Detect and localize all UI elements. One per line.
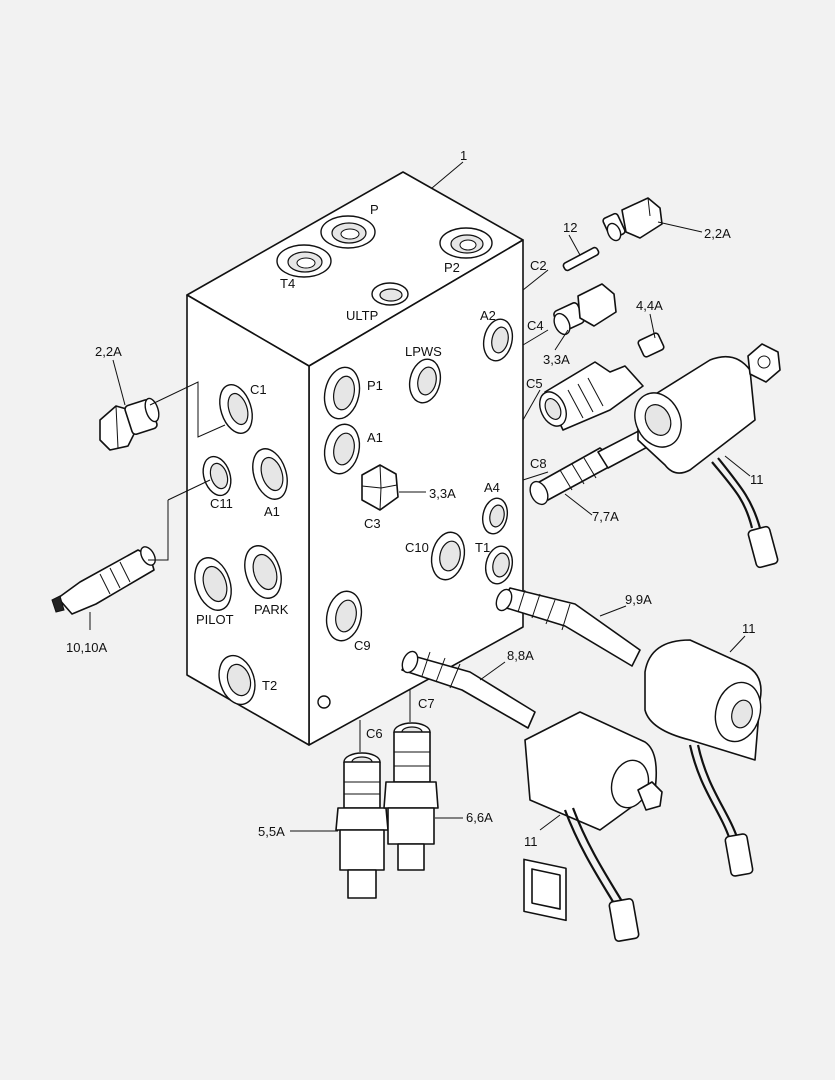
label-port-a1-front: A1	[367, 430, 383, 445]
label-port-a4: A4	[484, 480, 500, 495]
port-c10-hole	[430, 531, 466, 581]
label-port-c8: C8	[530, 456, 547, 471]
label-ref-7-7a: 7,7A	[592, 509, 619, 524]
label-port-c11: C11	[210, 496, 233, 511]
port-p-hole	[320, 215, 376, 249]
label-port-t4: T4	[280, 276, 295, 291]
label-ref-11-c: 11	[524, 834, 538, 849]
label-ref-11-a: 11	[750, 472, 764, 487]
side-face-ports	[194, 384, 288, 706]
port-c1-hole	[219, 384, 253, 434]
label-port-pilot: PILOT	[196, 612, 234, 627]
label-block: 1	[460, 148, 467, 163]
port-a1-front-hole	[323, 423, 361, 475]
port-p1-hole	[323, 366, 361, 420]
port-c11-hole	[202, 455, 232, 497]
port-lpws-hole	[408, 358, 442, 404]
solenoid-coil-11-c	[523, 711, 663, 942]
port-a2-hole	[482, 318, 514, 362]
label-port-t2: T2	[262, 678, 277, 693]
label-port-c9: C9	[354, 638, 371, 653]
label-port-c2: C2	[530, 258, 547, 273]
label-port-park: PARK	[254, 602, 289, 617]
label-port-p1: P1	[367, 378, 383, 393]
label-ref-3-3a-c3: 3,3A	[429, 486, 456, 501]
label-port-c5: C5	[526, 376, 543, 391]
label-ref-5-5a: 5,5A	[258, 824, 285, 839]
plug-2-2a-left	[99, 397, 160, 451]
solenoid-coil-11-b	[644, 639, 762, 877]
top-face-ports	[276, 215, 493, 306]
label-ref-10-10a: 10,10A	[66, 640, 108, 655]
port-park-hole	[244, 545, 282, 599]
port-c9-hole	[325, 590, 363, 642]
label-ref-2-2a-top: 2,2A	[704, 226, 731, 241]
label-port-a2: A2	[480, 308, 496, 323]
valve-8-8a	[401, 650, 536, 729]
port-pilot-hole	[194, 557, 232, 611]
cartridge-4-4a	[539, 332, 665, 431]
label-ref-8-8a: 8,8A	[507, 648, 534, 663]
label-ref-3-3a-c4: 3,3A	[543, 352, 570, 367]
label-port-ultp: ULTP	[346, 308, 378, 323]
diagram-labels: 1 P P2 T4 ULTP LPWS A2 P1 A1 C1 C11 A1 C…	[66, 148, 764, 849]
label-ref-2-2a-left: 2,2A	[95, 344, 122, 359]
block-side-face	[186, 294, 310, 746]
port-c3-plug	[361, 464, 399, 511]
label-port-lpws: LPWS	[405, 344, 442, 359]
small-drain-hole	[317, 695, 331, 709]
port-ultp-hole	[371, 282, 409, 306]
label-port-c3: C3	[364, 516, 381, 531]
label-port-c10: C10	[405, 540, 429, 555]
label-port-p: P	[370, 202, 379, 217]
label-port-a1-side: A1	[264, 504, 280, 519]
label-ref-11-b: 11	[742, 621, 756, 636]
cartridge-5-5a	[335, 752, 389, 899]
label-port-c7: C7	[418, 696, 435, 711]
valve-9-9a	[495, 587, 641, 667]
plug-2-2a-top	[602, 197, 663, 242]
port-t2-hole	[218, 654, 256, 706]
label-port-p2: P2	[444, 260, 460, 275]
label-port-c4: C4	[527, 318, 544, 333]
port-p2-hole	[439, 227, 493, 259]
solenoid-coil-11-a	[634, 343, 781, 569]
leader-lines	[89, 161, 751, 832]
port-a4-hole	[481, 497, 509, 535]
pin-12	[562, 246, 600, 272]
label-port-t1: T1	[475, 540, 490, 555]
label-ref-9-9a: 9,9A	[625, 592, 652, 607]
label-port-c1: C1	[250, 382, 267, 397]
port-a1-side-hole	[252, 448, 288, 500]
label-ref-12: 12	[563, 220, 577, 235]
front-face-ports	[317, 318, 514, 709]
plug-3-3a-c4	[553, 283, 617, 336]
port-t1-hole	[484, 545, 514, 585]
label-ref-4-4a: 4,4A	[636, 298, 663, 313]
port-t4-hole	[276, 244, 332, 278]
label-port-c6: C6	[366, 726, 383, 741]
cartridge-10-10a	[51, 546, 156, 615]
label-ref-6-6a: 6,6A	[466, 810, 493, 825]
cartridge-6-6a	[383, 722, 439, 871]
